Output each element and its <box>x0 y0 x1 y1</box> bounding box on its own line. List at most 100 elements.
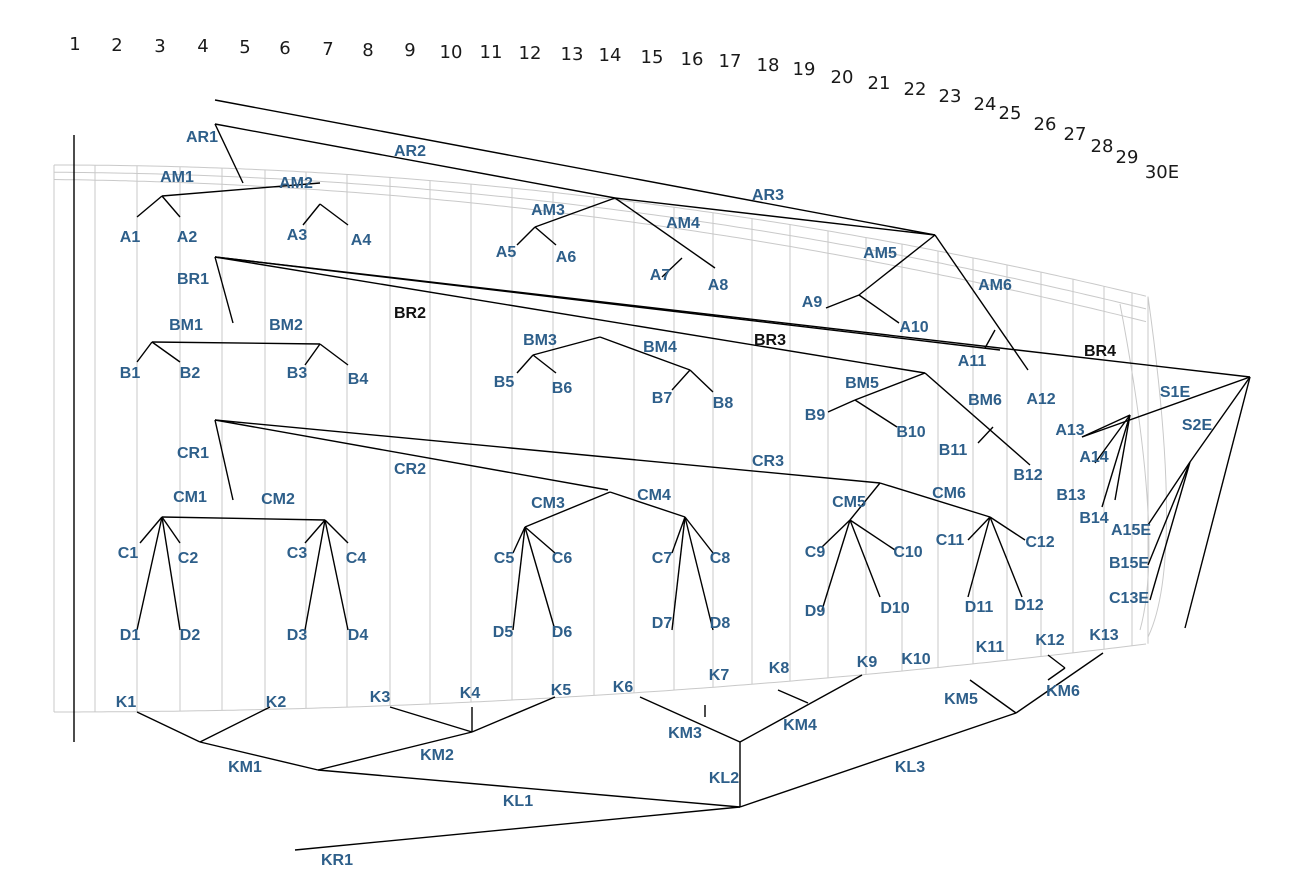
cable-segment <box>989 516 1026 541</box>
label-am3: AM3 <box>531 202 565 219</box>
label-d2: D2 <box>180 627 201 644</box>
cable-segment <box>524 491 611 528</box>
label-k1: K1 <box>116 694 137 711</box>
label-cr3: CR3 <box>752 453 784 470</box>
label-cm3: CM3 <box>531 495 565 512</box>
label-a8: A8 <box>708 277 729 294</box>
station-5: 5 <box>239 37 250 58</box>
cable-segment <box>324 519 349 544</box>
station-28: 28 <box>1091 136 1114 157</box>
label-d4: D4 <box>348 627 369 644</box>
label-d10: D10 <box>880 600 909 617</box>
label-a2: A2 <box>177 229 198 246</box>
cable-segment <box>319 203 349 226</box>
cable-segment <box>1114 414 1131 501</box>
station-25: 25 <box>999 103 1022 124</box>
label-k5: K5 <box>551 682 572 699</box>
label-c11: C11 <box>936 532 965 549</box>
label-a11: A11 <box>958 353 987 370</box>
cable-segment <box>599 336 691 371</box>
station-12: 12 <box>519 43 542 64</box>
deck-line <box>53 179 1147 323</box>
cable-segment <box>139 516 163 544</box>
label-kl2: KL2 <box>709 770 739 787</box>
station-26: 26 <box>1034 114 1057 135</box>
label-a1: A1 <box>120 229 141 246</box>
cable-segment <box>1015 652 1104 714</box>
cable-segment <box>977 426 994 444</box>
station-22: 22 <box>904 79 927 100</box>
label-br4: BR4 <box>1084 343 1116 360</box>
label-cr1: CR1 <box>177 445 209 462</box>
label-a10: A10 <box>899 319 928 336</box>
cable-segment <box>214 123 244 184</box>
station-6: 6 <box>279 38 290 59</box>
label-c5: C5 <box>494 550 515 567</box>
label-k10: K10 <box>901 651 930 668</box>
label-bm3: BM3 <box>523 332 557 349</box>
label-km6: KM6 <box>1046 683 1080 700</box>
cable-segment <box>1149 461 1191 601</box>
station-21: 21 <box>868 73 891 94</box>
cable-segment <box>858 294 900 324</box>
cable-segment <box>671 516 686 554</box>
cable-segment <box>614 197 716 269</box>
cable-segment <box>689 369 714 393</box>
cable-segment <box>854 372 926 401</box>
station-18: 18 <box>757 55 780 76</box>
label-c10: C10 <box>893 544 922 561</box>
label-d3: D3 <box>287 627 308 644</box>
label-a9: A9 <box>802 294 823 311</box>
label-b11: B11 <box>939 442 968 459</box>
station-17: 17 <box>719 51 742 72</box>
station-30E: 30E <box>1145 162 1179 183</box>
cable-segment <box>512 526 526 631</box>
cable-segment <box>849 519 896 551</box>
station-4: 4 <box>197 36 208 57</box>
label-am6: AM6 <box>978 277 1012 294</box>
cable-segment <box>684 516 714 631</box>
label-bm1: BM1 <box>169 317 203 334</box>
label-b6: B6 <box>552 380 573 397</box>
cable-segment <box>389 706 473 733</box>
label-ar1: AR1 <box>186 129 218 146</box>
cable-segment <box>934 234 1029 371</box>
label-k8: K8 <box>769 660 790 677</box>
cable-segment <box>524 526 556 631</box>
cable-segment <box>1147 461 1191 566</box>
label-b9: B9 <box>805 407 826 424</box>
cable-segment <box>1081 376 1251 438</box>
label-b4: B4 <box>348 371 369 388</box>
label-s2e: S2E <box>1182 417 1213 434</box>
label-k12: K12 <box>1035 632 1064 649</box>
label-b12: B12 <box>1013 467 1042 484</box>
cable-segment <box>639 696 741 743</box>
cable-segment <box>1184 376 1251 629</box>
stern-outline <box>1147 296 1167 638</box>
label-kl3: KL3 <box>895 759 925 776</box>
cable-segment <box>151 341 181 363</box>
station-23: 23 <box>939 86 962 107</box>
label-d5: D5 <box>493 624 514 641</box>
label-b2: B2 <box>180 365 201 382</box>
label-km1: KM1 <box>228 759 262 776</box>
label-s1e: S1E <box>1160 384 1191 401</box>
label-b1: B1 <box>120 365 141 382</box>
station-10: 10 <box>440 42 463 63</box>
cable-segment <box>136 195 163 218</box>
cable-segment <box>199 706 271 743</box>
cable-segment <box>214 419 609 491</box>
cable-segment <box>534 197 616 228</box>
cable-segment <box>1081 414 1131 438</box>
label-a7: A7 <box>650 267 671 284</box>
label-a5: A5 <box>496 244 517 261</box>
label-a12: A12 <box>1026 391 1055 408</box>
cable-segment <box>532 336 601 356</box>
station-2: 2 <box>111 35 122 56</box>
cable-segment <box>534 226 557 246</box>
label-c13e: C13E <box>1109 590 1149 607</box>
cable-segment <box>1094 414 1131 464</box>
cable-segment <box>151 341 321 345</box>
cable-segment <box>739 674 863 743</box>
